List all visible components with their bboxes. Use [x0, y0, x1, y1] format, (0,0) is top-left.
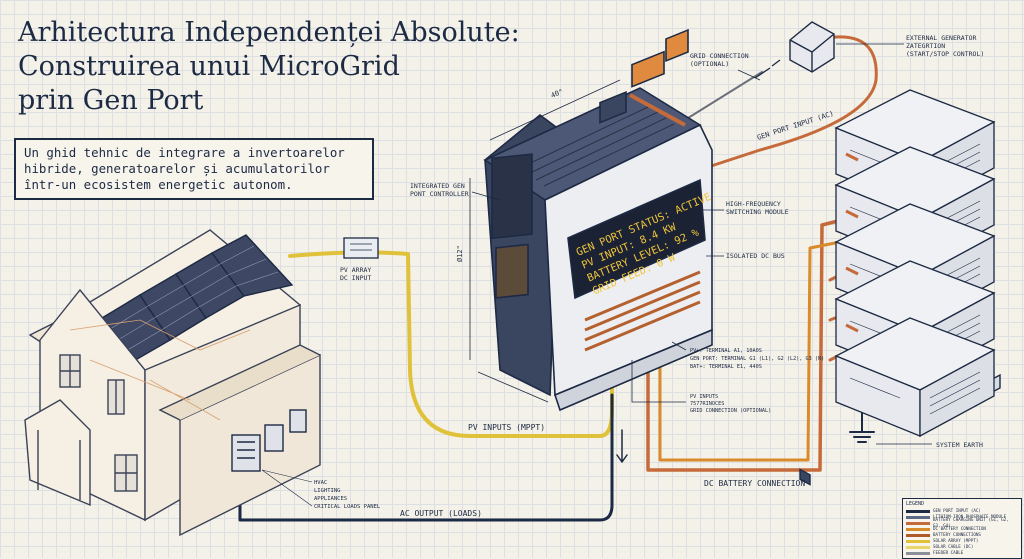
inverter-side-panel: [491, 153, 533, 240]
legend-label: BATTERY CONNECTIONS: [933, 532, 981, 537]
grid-connection-label: (OPTIONAL): [690, 60, 729, 68]
hybrid-inverter: [483, 28, 713, 412]
legend-item: SOLAR CABLE (DC): [906, 544, 1018, 550]
external-generator-label: (START/STOP CONTROL): [906, 50, 984, 58]
legend-swatch: [906, 527, 930, 531]
integrated-gen-label: PONT CONTROLLER: [410, 190, 469, 198]
title-line: Arhitectura Independenței Absolute:: [18, 17, 520, 48]
terminal-gen-port: [631, 50, 665, 88]
ac-output-cable: [238, 393, 614, 522]
terminal-label: PV+: TERMINAL A1, 10A0S: [690, 348, 762, 354]
dimension-side: Ø12": [456, 245, 464, 262]
load-label: CRITICAL LOADS PANEL: [314, 504, 381, 510]
hf-switching-label: HIGH-FREQUENCY: [726, 200, 781, 208]
legend-label: SOLAR ARRAY (MPPT): [933, 538, 979, 543]
pv-junction-box: [343, 237, 379, 259]
title-line: prin Gen Port: [18, 85, 204, 116]
legend-swatch: [906, 509, 930, 513]
external-generator: [789, 21, 835, 486]
integrated-gen-label: INTEGRATED GEN: [410, 182, 465, 190]
ac-output-label: AC OUTPUT (LOADS): [400, 509, 482, 518]
dimension-top: 40": [550, 88, 565, 100]
gen-port-input-label: GEN PORT INPUT (AC): [756, 110, 835, 142]
pv-array-label: PV ARRAY: [340, 266, 371, 274]
meter-panel: [289, 409, 307, 433]
inverter-front-vents: [584, 270, 701, 352]
battery-module: [834, 317, 996, 438]
terminal-pv: [599, 90, 627, 124]
battery-modules: [834, 89, 996, 438]
legend-item: LITHIUM-IRON PHOSPHATE MODULE: [906, 514, 1018, 520]
load-label: LIGHTING: [314, 488, 341, 494]
legend-item: FEEDER CABLE: [906, 550, 1018, 556]
inverter-terminal-block: [554, 328, 713, 412]
terminal-label: GEN PORT: TERMINAL G1 (L1), G2 (L2), G3 …: [690, 356, 824, 362]
legend-item: DC BATTERY CONNECTION: [906, 526, 1018, 532]
house-internal-wiring: [69, 319, 251, 421]
terminal-label: BAT+: TERMINAL E1, 440S: [690, 364, 762, 370]
isolated-dc-label: ISOLATED DC BUS: [726, 252, 785, 260]
legend-label: SOLAR CABLE (DC): [933, 544, 974, 549]
dc-battery-label: DC BATTERY CONNECTION: [704, 479, 805, 488]
pv-inputs-mppt-label: PV INPUTS (MPPT): [468, 423, 545, 432]
earth-symbol: [849, 431, 875, 443]
pv-array-label: DC INPUT: [340, 274, 371, 282]
legend-title: LEGEND: [906, 501, 925, 507]
house: [24, 229, 321, 537]
cables: [238, 35, 878, 522]
hf-switching-label: SWITCHING MODULE: [726, 208, 789, 216]
gen-port-cable: [703, 35, 878, 170]
inverter-display: [567, 178, 706, 300]
subtitle-line: hibride, generatoarelor și acumulatorilo…: [24, 161, 330, 176]
page-title: Arhitectura Independenței Absolute: Cons…: [18, 16, 520, 118]
breaker-panel: [264, 424, 284, 452]
legend-label: BATTERY CHARGING UNIT (G1, G2, G3, G4): [933, 517, 1009, 528]
dc-battery-cable-1: [646, 216, 852, 472]
diagram-labels: GRID CONNECTION (OPTIONAL) EXTERNAL GENE…: [261, 34, 984, 518]
legend-swatch: [906, 521, 930, 525]
legend-swatch: [906, 551, 930, 555]
inputs-label: GRID CONNECTION (OPTIONAL): [690, 408, 771, 414]
subtitle-line: Un ghid tehnic de integrare a invertoare…: [24, 145, 345, 160]
title-line: Construirea unui MicroGrid: [18, 51, 400, 82]
grid-switch: [754, 59, 781, 79]
porch: [24, 399, 91, 507]
legend-rows: GEN PORT INPUT (AC)LITHIUM-IRON PHOSPHAT…: [906, 508, 1018, 556]
solar-panel: [210, 234, 294, 297]
legend-label: DC BATTERY CONNECTION: [933, 526, 986, 531]
legend-swatch: [906, 515, 930, 519]
inverter-heatsink-top: [519, 105, 675, 187]
legend-label: FEEDER CABLE: [933, 550, 964, 555]
legend-swatch: [906, 545, 930, 549]
inputs-label: 7577RINOCES: [690, 401, 724, 407]
external-generator-label: EXTERNAL GENERATOR: [906, 34, 977, 42]
load-label: HVAC: [314, 480, 327, 486]
legend: LEGEND GEN PORT INPUT (AC)LITHIUM-IRON P…: [902, 498, 1022, 559]
terminal-battery: [665, 28, 689, 63]
inputs-label: PV INPUTS: [690, 394, 718, 400]
critical-loads-panel: [231, 434, 261, 472]
subtitle-line: într-un ecosistem energetic autonom.: [24, 177, 293, 192]
system-earth-label: SYSTEM EARTH: [936, 441, 983, 449]
legend-item: BATTERY CHARGING UNIT (G1, G2, G3, G4): [906, 517, 1018, 528]
grid-connection-label: GRID CONNECTION: [690, 52, 749, 60]
dimension-lines: [469, 79, 621, 403]
legend-swatch: [906, 539, 930, 543]
dc-battery-cable-2: [658, 240, 842, 462]
load-label: APPLIANCES: [314, 496, 347, 502]
ac-down-arrow: [616, 429, 628, 463]
legend-item: GEN PORT INPUT (AC): [906, 508, 1018, 514]
legend-item: SOLAR ARRAY (MPPT): [906, 538, 1018, 544]
legend-swatch: [906, 533, 930, 537]
external-generator-label: ZATEGRTION: [906, 42, 945, 50]
subtitle-box: Un ghid tehnic de integrare a invertoare…: [14, 138, 374, 200]
legend-label: LITHIUM-IRON PHOSPHATE MODULE: [933, 514, 1007, 519]
solar-cells-grid: [109, 245, 279, 352]
legend-label: GEN PORT INPUT (AC): [933, 508, 981, 513]
legend-item: BATTERY CONNECTIONS: [906, 532, 1018, 538]
